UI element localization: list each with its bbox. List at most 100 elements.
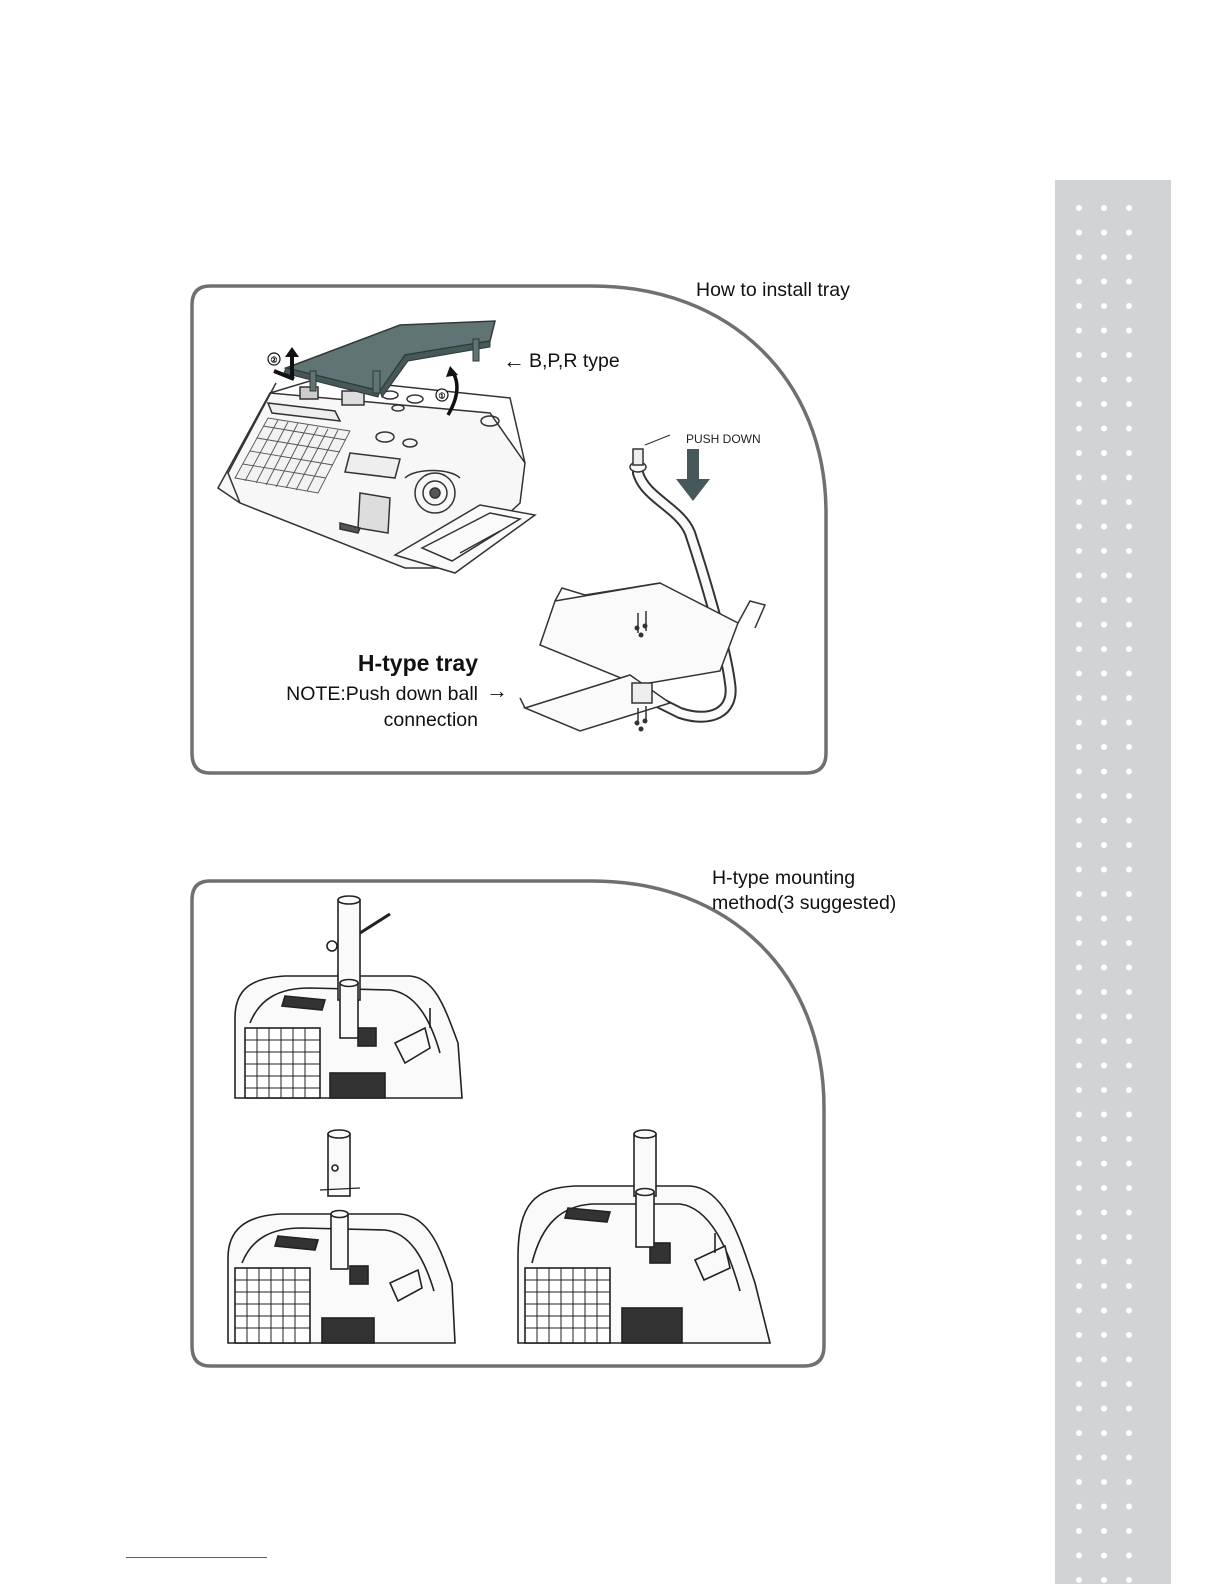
decorative-dot — [1126, 524, 1132, 530]
decorative-dot — [1076, 254, 1082, 260]
decorative-dot — [1126, 475, 1132, 481]
decorative-dot — [1126, 1430, 1132, 1436]
htype-tray-title: H-type tray — [270, 649, 478, 677]
decorative-dot — [1101, 1063, 1107, 1069]
decorative-dot — [1101, 940, 1107, 946]
decorative-dot — [1076, 1038, 1082, 1044]
decorative-dot — [1101, 1357, 1107, 1363]
decorative-dot — [1126, 1161, 1132, 1167]
side-decoration-band — [1055, 180, 1171, 1584]
decorative-dot — [1076, 818, 1082, 824]
decorative-dot — [1076, 1553, 1082, 1559]
decorative-dot — [1076, 867, 1082, 873]
note-text: NOTE:Push down ball connection — [260, 681, 478, 733]
mounting-method-caption: H-type mounting method(3 suggested) — [712, 866, 922, 916]
decorative-dot — [1126, 1234, 1132, 1240]
tray-plate — [284, 321, 495, 397]
decorative-dot — [1076, 1283, 1082, 1289]
decorative-dot — [1101, 352, 1107, 358]
decorative-dot — [1076, 1185, 1082, 1191]
decorative-dot — [1126, 989, 1132, 995]
decorative-dot — [1101, 1210, 1107, 1216]
footer-link-underline[interactable] — [126, 1557, 267, 1558]
decorative-dot — [1076, 1087, 1082, 1093]
decorative-dot — [1101, 1332, 1107, 1338]
decorative-dot — [1101, 744, 1107, 750]
mounting-method-3-illustration — [518, 1130, 770, 1343]
step2-label: ② — [270, 356, 277, 365]
bpr-type-caption: ←B,P,R type — [503, 349, 620, 373]
decorative-dot — [1101, 671, 1107, 677]
decorative-dot — [1101, 622, 1107, 628]
htype-tray-illustration — [520, 449, 765, 732]
decorative-dot — [1101, 891, 1107, 897]
decorative-dot — [1101, 328, 1107, 334]
decorative-dot — [1076, 573, 1082, 579]
decorative-dot — [1076, 377, 1082, 383]
decorative-dot — [1076, 1577, 1082, 1583]
decorative-dot — [1101, 769, 1107, 775]
decorative-dot — [1076, 401, 1082, 407]
decorative-dot — [1126, 671, 1132, 677]
decorative-dot — [1101, 205, 1107, 211]
mounting-method-1-illustration — [235, 896, 462, 1098]
decorative-dot — [1101, 1308, 1107, 1314]
decorative-dot — [1126, 401, 1132, 407]
decorative-dot — [1126, 842, 1132, 848]
mounting-caption-line-2: method(3 suggested) — [712, 891, 922, 916]
decorative-dot — [1076, 1430, 1082, 1436]
decorative-dot — [1101, 989, 1107, 995]
decorative-dot — [1101, 1528, 1107, 1534]
decorative-dot — [1076, 891, 1082, 897]
scale-bpr-illustration — [218, 378, 535, 573]
decorative-dot — [1076, 989, 1082, 995]
decorative-dot — [1126, 1087, 1132, 1093]
right-arrow-icon: → — [486, 679, 508, 703]
decorative-dot — [1076, 1406, 1082, 1412]
decorative-dot — [1126, 1014, 1132, 1020]
push-down-arrow-icon: PUSH DOWN — [645, 432, 761, 501]
decorative-dot — [1101, 695, 1107, 701]
decorative-dot — [1126, 1283, 1132, 1289]
decorative-dot — [1126, 1553, 1132, 1559]
push-down-label: PUSH DOWN — [686, 432, 761, 446]
decorative-dot — [1126, 548, 1132, 554]
decorative-dot — [1101, 1283, 1107, 1289]
decorative-dot — [1126, 891, 1132, 897]
decorative-dot — [1076, 205, 1082, 211]
decorative-dot — [1076, 1234, 1082, 1240]
decorative-dot — [1076, 1332, 1082, 1338]
decorative-dot — [1126, 450, 1132, 456]
decorative-dot — [1076, 1210, 1082, 1216]
decorative-dot — [1076, 1112, 1082, 1118]
decorative-dot — [1101, 475, 1107, 481]
decorative-dot — [1076, 352, 1082, 358]
decorative-dot — [1126, 328, 1132, 334]
decorative-dot — [1076, 303, 1082, 309]
decorative-dot — [1101, 1259, 1107, 1265]
decorative-dot — [1126, 818, 1132, 824]
mounting-caption-line-1: H-type mounting — [712, 866, 922, 891]
decorative-dot — [1076, 1308, 1082, 1314]
decorative-dot — [1076, 965, 1082, 971]
decorative-dot — [1126, 426, 1132, 432]
decorative-dot — [1126, 1455, 1132, 1461]
note-line-1: NOTE:Push down ball — [260, 681, 478, 707]
decorative-dot — [1076, 940, 1082, 946]
mounting-method-panel — [190, 878, 830, 1370]
decorative-dot — [1126, 254, 1132, 260]
decorative-dot — [1126, 622, 1132, 628]
decorative-dot — [1126, 1185, 1132, 1191]
decorative-dot — [1101, 450, 1107, 456]
note-line-2: connection — [260, 707, 478, 733]
decorative-dot — [1101, 279, 1107, 285]
decorative-dot — [1076, 671, 1082, 677]
decorative-dot — [1101, 646, 1107, 652]
decorative-dot — [1076, 1504, 1082, 1510]
decorative-dot — [1076, 769, 1082, 775]
decorative-dot — [1101, 1136, 1107, 1142]
dot-pattern — [1055, 180, 1171, 1584]
decorative-dot — [1101, 597, 1107, 603]
decorative-dot — [1076, 1136, 1082, 1142]
decorative-dot — [1101, 1430, 1107, 1436]
